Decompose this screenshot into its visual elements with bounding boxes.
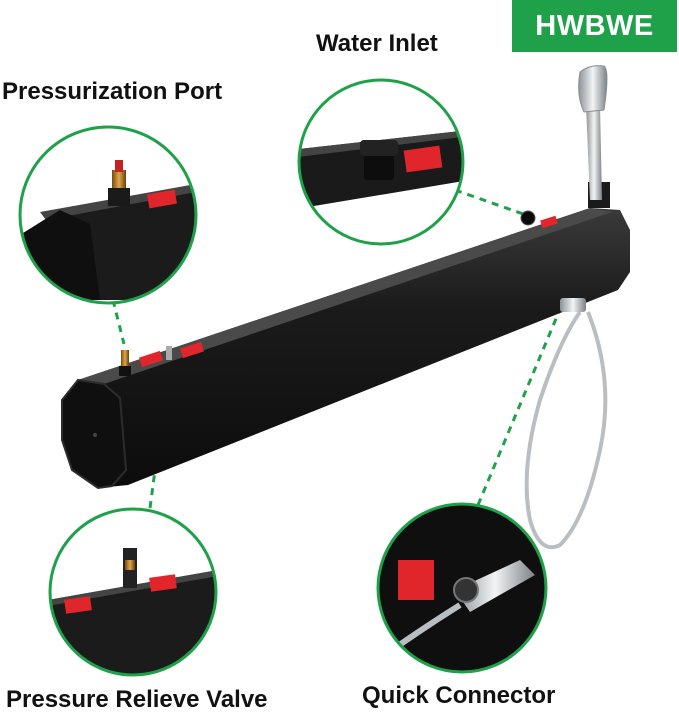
label-pressure-relieve-valve: Pressure Relieve Valve bbox=[6, 686, 268, 713]
callout-leader-lines bbox=[111, 188, 565, 509]
shower-tank bbox=[61, 208, 630, 490]
pressurization-port-zoom bbox=[18, 125, 198, 305]
shower-hose bbox=[524, 310, 608, 550]
quick-connector-zoom bbox=[376, 502, 548, 674]
water-inlet-zoom bbox=[297, 78, 465, 246]
shower-head bbox=[578, 65, 610, 208]
label-water-inlet: Water Inlet bbox=[316, 30, 438, 57]
pressure-relieve-valve-zoom bbox=[48, 507, 218, 677]
brand-logo: HWBWE bbox=[512, 0, 677, 52]
label-pressurization-port: Pressurization Port bbox=[2, 78, 223, 105]
label-quick-connector: Quick Connector bbox=[362, 682, 556, 709]
